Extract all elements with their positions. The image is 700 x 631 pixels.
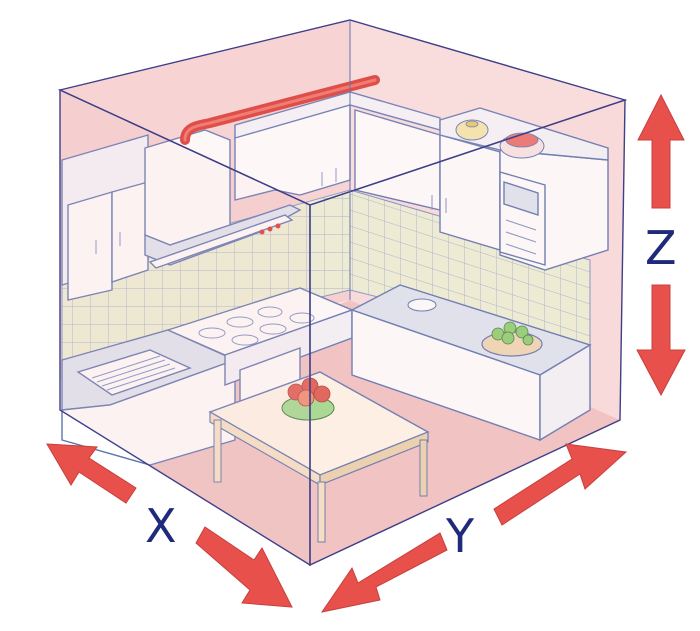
- z-axis-arrows: Z: [637, 95, 685, 395]
- x-axis-label: X: [145, 499, 177, 553]
- z-axis-label: Z: [645, 221, 677, 275]
- z-arrow-up: [638, 95, 684, 208]
- z-arrow-down: [637, 285, 685, 395]
- y-axis-label: Y: [445, 509, 475, 563]
